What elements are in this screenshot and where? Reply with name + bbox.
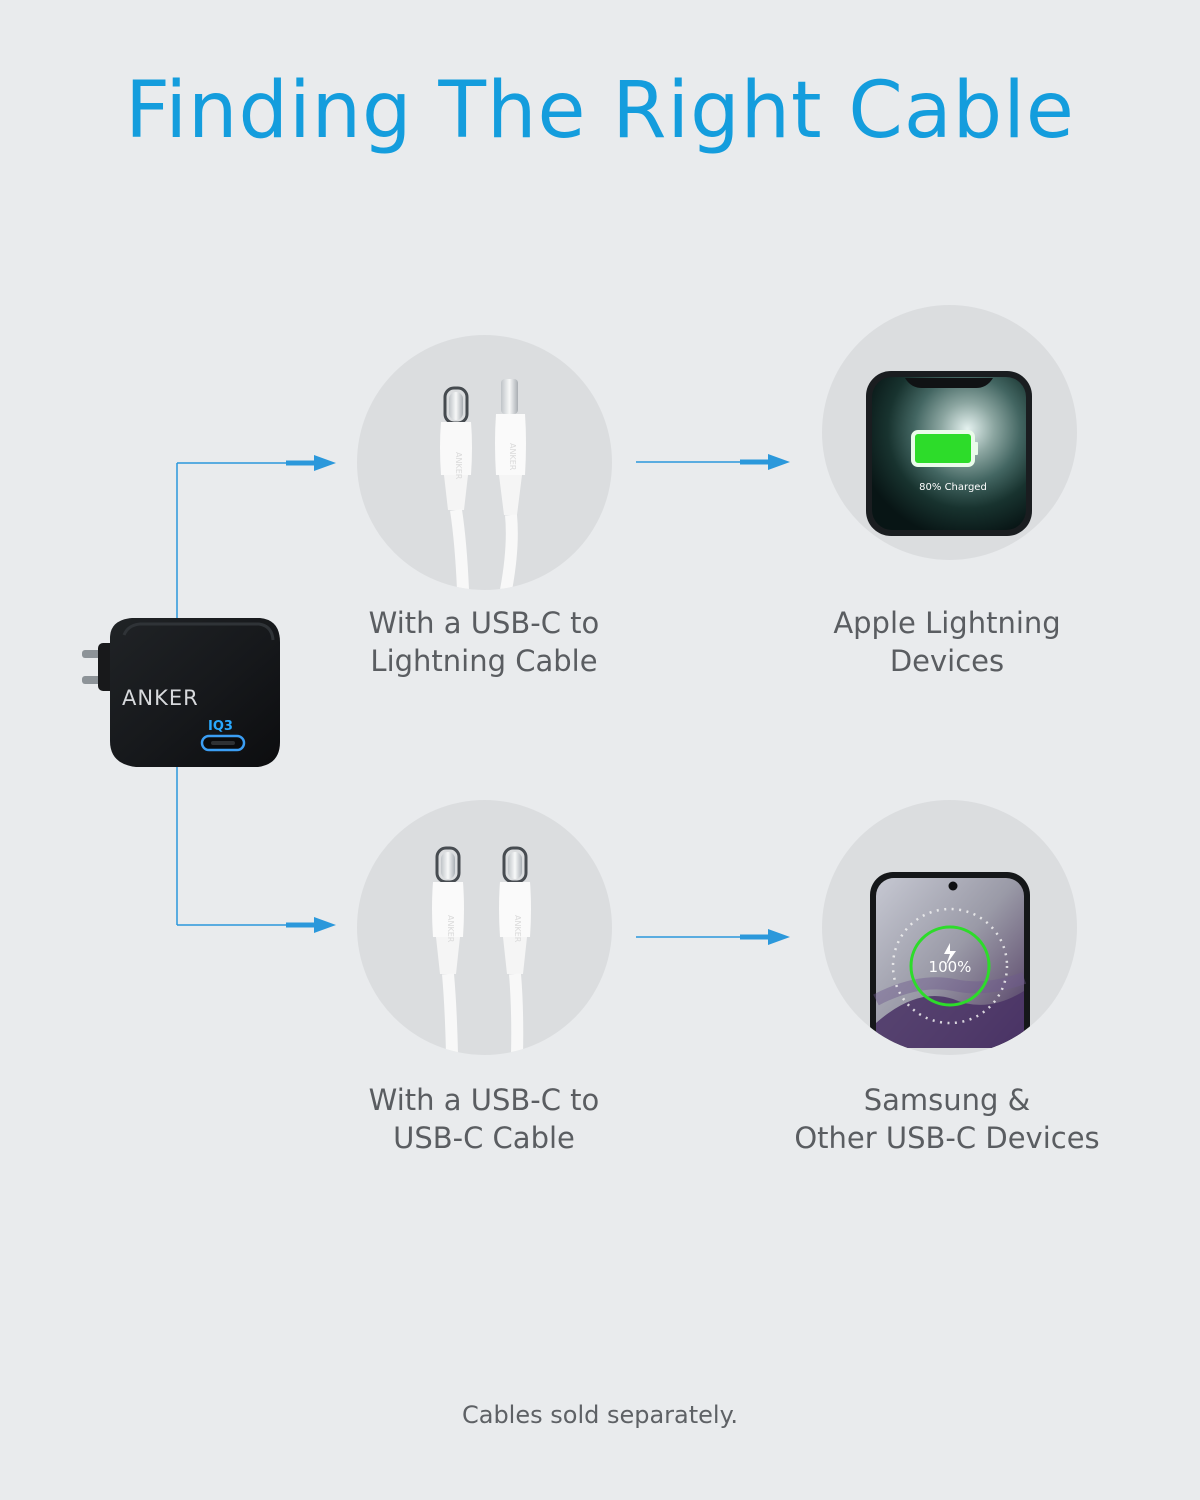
cable-circle-usb-c: ANKER ANKER — [357, 800, 612, 1055]
svg-text:ANKER: ANKER — [454, 452, 463, 480]
iphone-icon: 80% Charged — [866, 371, 1032, 536]
arrow-bottom-left-head — [314, 917, 336, 933]
device-circle-apple: 80% Charged — [822, 305, 1077, 560]
svg-text:ANKER: ANKER — [508, 443, 517, 471]
device-label-line: Samsung & — [863, 1083, 1031, 1117]
svg-text:ANKER: ANKER — [446, 915, 455, 943]
page-title: Finding The Right Cable — [125, 66, 1075, 156]
cable-label-line: USB-C Cable — [393, 1121, 575, 1155]
usb-c-to-lightning-cable-icon: ANKER ANKER — [440, 379, 526, 590]
device-screen-status: 100% — [929, 958, 972, 976]
arrow-top-right-head — [768, 454, 790, 470]
charger-badge-label: IQ3 — [208, 719, 233, 734]
device-label-samsung: Samsung & Other USB-C Devices — [767, 1081, 1127, 1157]
device-circle-samsung: 100% — [822, 800, 1077, 1055]
device-label-apple: Apple Lightning Devices — [767, 604, 1127, 680]
cable-label-line: Lightning Cable — [370, 644, 598, 678]
cable-label-usb-c: With a USB-C to USB-C Cable — [304, 1081, 664, 1157]
svg-text:ANKER: ANKER — [513, 915, 522, 943]
device-screen-status: 80% Charged — [919, 482, 987, 493]
device-label-line: Apple Lightning — [833, 606, 1061, 640]
samsung-phone-icon: 100% — [870, 872, 1030, 1048]
device-label-line: Other USB-C Devices — [794, 1121, 1100, 1155]
footnote: Cables sold separately. — [461, 1401, 739, 1429]
cable-label-line: With a USB-C to — [368, 606, 600, 640]
device-label-line: Devices — [889, 644, 1005, 678]
usb-c-charger: ANKER IQ3 — [82, 610, 287, 780]
cable-label-line: With a USB-C to — [368, 1083, 600, 1117]
usb-c-to-usb-c-cable-icon: ANKER ANKER — [432, 846, 531, 1055]
charger-brand-label: ANKER — [122, 686, 199, 710]
usb-c-charger-icon: ANKER IQ3 — [82, 618, 280, 767]
cable-label-lightning: With a USB-C to Lightning Cable — [304, 604, 664, 680]
arrow-top-left-head — [314, 455, 336, 471]
arrow-bottom-right-head — [768, 929, 790, 945]
cable-circle-lightning: ANKER ANKER — [357, 335, 612, 590]
